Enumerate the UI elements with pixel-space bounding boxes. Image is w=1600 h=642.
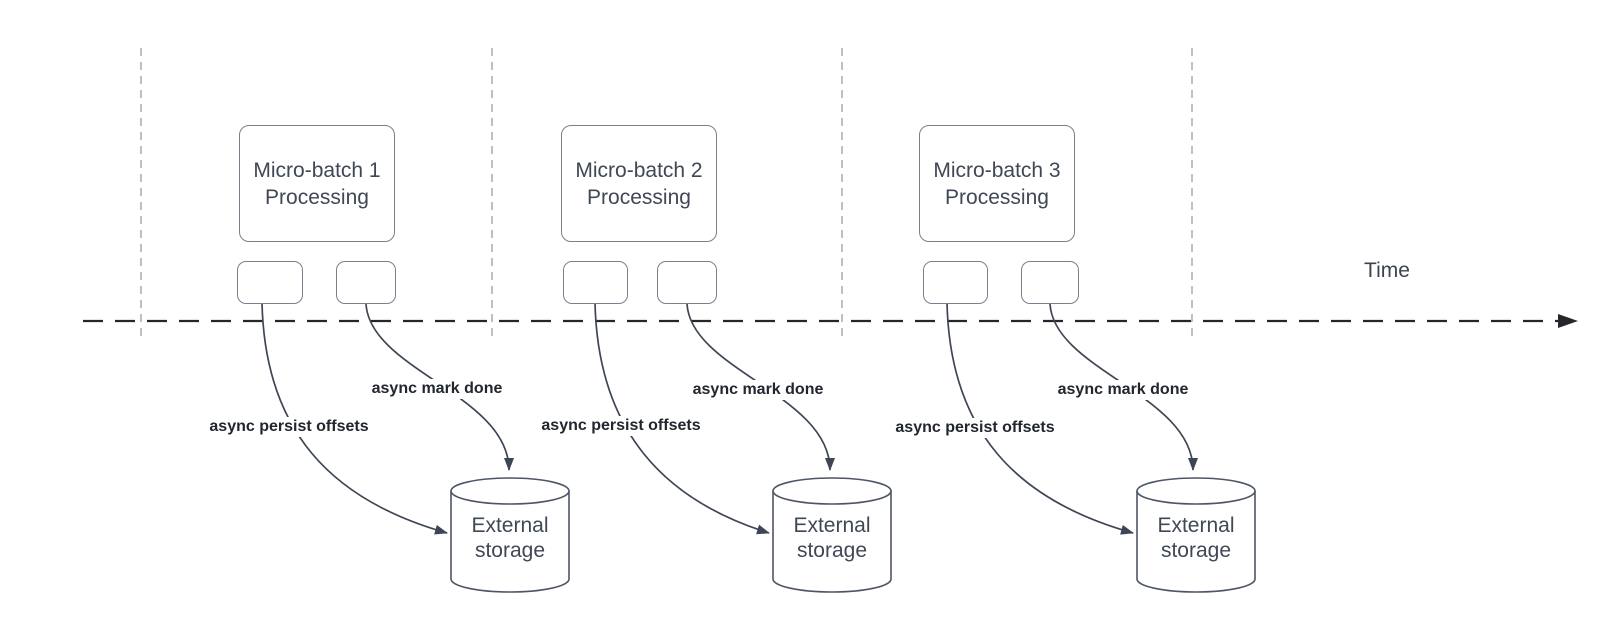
micro-batch-1-box-label: Micro-batch 1 Processing [253, 158, 381, 209]
external-storage-label-1: External storage [471, 514, 549, 562]
cylinder-body [1136, 477, 1256, 593]
external-storage-cylinder-3 [1136, 477, 1256, 593]
external-storage-cylinder-2 [772, 477, 892, 593]
persist-task-box-2 [563, 261, 628, 304]
cylinder-top-ellipse [1136, 490, 1256, 505]
persist-offsets-arrow-2 [594, 302, 770, 535]
persist-offsets-arrow-1 [261, 302, 448, 535]
micro-batch-3-box-label: Micro-batch 3 Processing [933, 158, 1061, 209]
persist-task-box-1 [237, 261, 303, 304]
async-mark-done-label-3: async mark done [1053, 380, 1193, 400]
async-mark-done-label-2: async mark done [688, 380, 828, 400]
cylinder-body [450, 477, 570, 593]
cylinder-top-ellipse [450, 490, 570, 505]
mark-done-task-box-3 [1021, 261, 1079, 304]
time-axis-arrowhead [1558, 314, 1578, 328]
micro-batch-2-box-label: Micro-batch 2 Processing [575, 158, 703, 209]
micro-batch-3-box: Micro-batch 3 Processing [919, 125, 1075, 242]
persist-task-box-3 [923, 261, 988, 304]
async-persist-offsets-label-2: async persist offsets [537, 416, 705, 436]
cylinder-body [772, 477, 892, 593]
time-label: Time [1364, 259, 1410, 282]
persist-offsets-arrow-3 [946, 302, 1134, 535]
cylinder-top-ellipse [772, 490, 892, 505]
async-persist-offsets-label-3: async persist offsets [891, 418, 1059, 438]
mark-done-task-box-2 [657, 261, 717, 304]
micro-batch-1-box: Micro-batch 1 Processing [239, 125, 395, 242]
micro-batch-2-box: Micro-batch 2 Processing [561, 125, 717, 242]
async-persist-offsets-label-1: async persist offsets [205, 417, 373, 437]
external-storage-label-2: External storage [793, 514, 871, 562]
mark-done-task-box-1 [336, 261, 396, 304]
external-storage-cylinder-1 [450, 477, 570, 593]
async-mark-done-label-1: async mark done [367, 379, 507, 399]
external-storage-label-3: External storage [1157, 514, 1235, 562]
